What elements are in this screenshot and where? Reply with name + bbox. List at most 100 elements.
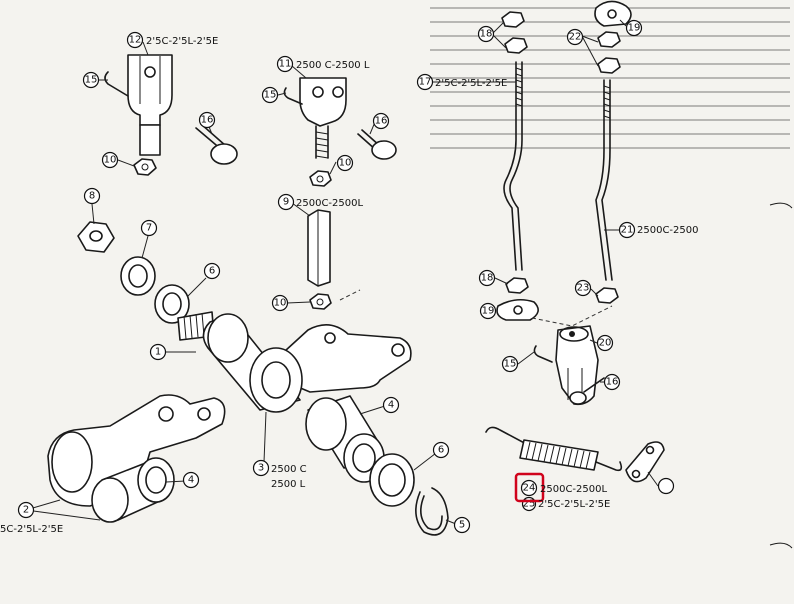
svg-text:11: 11	[279, 59, 292, 70]
callout-9: 8	[83, 187, 101, 205]
svg-text:10: 10	[274, 298, 287, 309]
svg-text:16: 16	[375, 116, 388, 127]
washer-7	[154, 284, 190, 324]
svg-text:6: 6	[209, 266, 215, 277]
callout-5: 5	[453, 516, 471, 534]
fork-13	[299, 77, 347, 159]
nut-12	[309, 170, 332, 187]
callout-22b: 23	[574, 279, 592, 297]
callout-7: 6	[203, 262, 221, 280]
svg-text:18: 18	[481, 273, 494, 284]
svg-text:22: 22	[569, 32, 582, 43]
svg-text:15: 15	[85, 75, 98, 86]
svg-text:17: 17	[419, 77, 432, 88]
label-3b: 2500 L	[271, 479, 306, 490]
label-21: 2500C-2500	[637, 225, 699, 236]
label-13: 2500 C-2500 L	[296, 60, 370, 71]
callout-12: 10	[336, 154, 354, 172]
callout-3: 3	[252, 459, 270, 477]
pin-16a	[195, 123, 238, 165]
cotter-pin-15b	[283, 87, 303, 105]
svg-text:23: 23	[577, 283, 590, 294]
svg-text:4: 4	[388, 400, 394, 411]
lever-2	[47, 394, 226, 523]
callout-19a: 19	[625, 19, 643, 37]
label-23: 2500C-2500L	[540, 484, 607, 495]
callout-4: 4	[382, 396, 400, 414]
svg-text:21: 21	[621, 225, 634, 236]
nut-10a	[133, 158, 157, 176]
svg-text:4: 4	[188, 475, 194, 486]
nut-10b	[309, 293, 332, 310]
coupler-11	[307, 209, 331, 287]
callout-15a: 15	[82, 71, 100, 89]
svg-text:3: 3	[258, 463, 264, 474]
callout-25	[657, 477, 675, 495]
callout-20: 20	[596, 334, 614, 352]
rod-21	[595, 79, 613, 281]
callout-15b: 15	[261, 86, 279, 104]
label-11: 2500C-2500L	[296, 198, 363, 209]
svg-text:5: 5	[459, 520, 465, 531]
callout-21: 21	[618, 221, 636, 239]
svg-text:16: 16	[606, 377, 619, 388]
callout-18a: 18	[477, 25, 495, 43]
pin-16c	[569, 377, 605, 405]
callout-13: 11	[276, 55, 294, 73]
svg-text:19: 19	[482, 306, 495, 317]
plate-19	[496, 298, 539, 321]
label-17: 2'5C-2'5L-2'5E	[435, 78, 507, 89]
callout-2: 2	[17, 501, 35, 519]
svg-text:24: 24	[523, 483, 536, 494]
label-24: 2'5C-2'5L-2'5E	[538, 499, 610, 510]
spring-23	[485, 426, 623, 472]
pin-16b	[357, 129, 397, 160]
callout-14: 12	[126, 31, 144, 49]
svg-text:8: 8	[89, 191, 95, 202]
callout-16a: 16	[198, 111, 216, 129]
nut-9	[77, 221, 115, 253]
callout-8: 7	[140, 219, 158, 237]
cotter-pin-15c	[533, 345, 553, 363]
svg-text:10: 10	[339, 158, 352, 169]
callout-23: 24	[520, 479, 538, 497]
svg-text:9: 9	[283, 197, 289, 208]
callout-4b: 4	[182, 471, 200, 489]
svg-text:7: 7	[146, 223, 152, 234]
highlight-box	[514, 472, 545, 503]
callout-24: 25	[521, 496, 537, 512]
svg-text:2: 2	[23, 505, 29, 516]
fork-14	[127, 54, 173, 156]
rod-17	[503, 61, 523, 271]
callout-15c: 15	[501, 355, 519, 373]
circlip-5	[415, 487, 449, 536]
svg-text:18: 18	[480, 29, 493, 40]
svg-text:12: 12	[129, 35, 142, 46]
callout-10a: 10	[101, 151, 119, 169]
svg-text:16: 16	[201, 115, 214, 126]
nuts-top-right	[501, 0, 632, 74]
lever-arm-3	[249, 324, 412, 413]
label-2: 5C-2'5L-2'5E	[0, 524, 63, 535]
callout-18b: 18	[478, 269, 496, 287]
svg-text:6: 6	[438, 445, 444, 456]
svg-text:1: 1	[155, 347, 161, 358]
label-3a: 2500 C	[271, 464, 307, 475]
callout-19b: 19	[479, 302, 497, 320]
svg-text:15: 15	[264, 90, 277, 101]
svg-text:20: 20	[599, 338, 612, 349]
svg-text:19: 19	[628, 23, 641, 34]
svg-text:10: 10	[104, 155, 117, 166]
callout-22a: 22	[566, 28, 584, 46]
svg-text:25: 25	[523, 499, 536, 510]
callout-17: 17	[416, 73, 434, 91]
callout-11: 9	[277, 193, 295, 211]
plate-25	[625, 441, 665, 483]
callout-10b: 10	[271, 294, 289, 312]
cotter-pin-15a	[104, 71, 129, 97]
washer-8	[120, 256, 156, 296]
svg-text:15: 15	[504, 359, 517, 370]
callout-1: 1	[149, 343, 167, 361]
